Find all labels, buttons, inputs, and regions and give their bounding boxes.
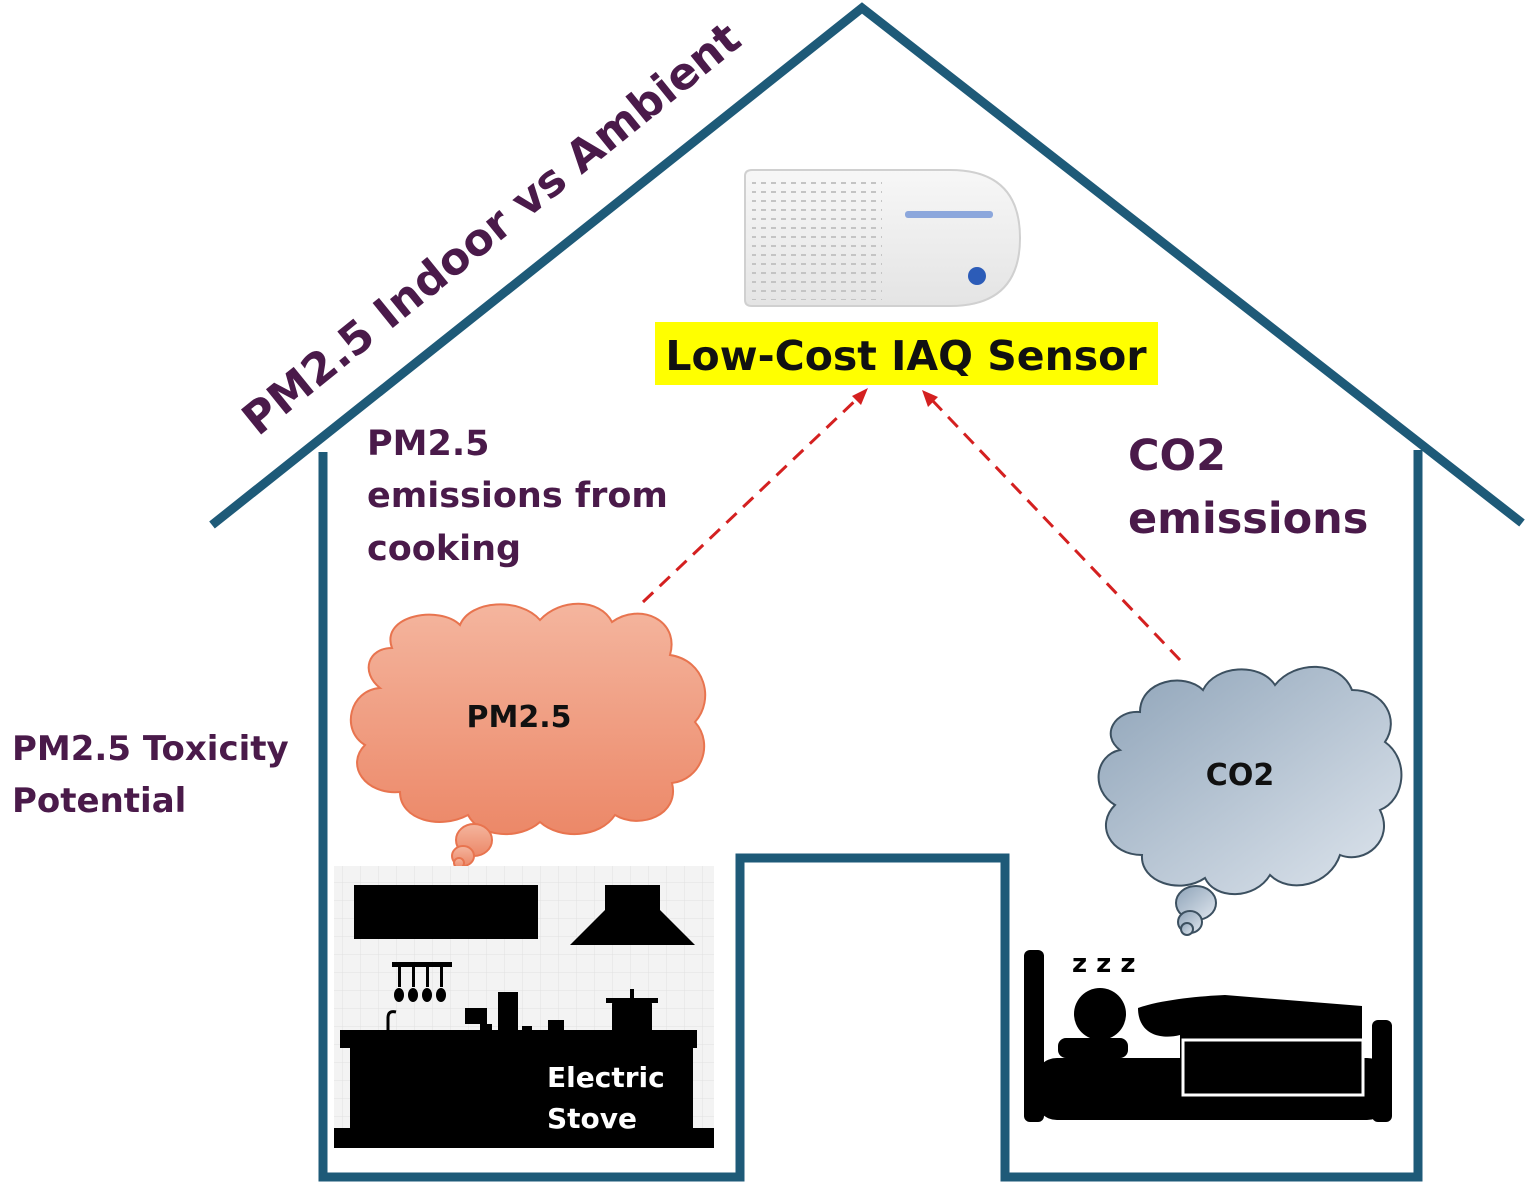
iaq-sensor-device <box>744 169 1022 307</box>
kitchen-scene: Electric Stove <box>334 866 714 1148</box>
toxicity-label: PM2.5 Toxicity Potential <box>12 729 301 821</box>
stove-label: Electric Stove <box>547 1061 674 1135</box>
emission-arrows <box>641 396 1182 662</box>
pm-arrow-line <box>641 396 860 604</box>
co2-arrow-line <box>930 398 1182 662</box>
upper-cabinet <box>354 885 538 939</box>
counter-top <box>340 1030 697 1048</box>
range-hood-icon <box>570 885 695 945</box>
pm-emissions-label: PM2.5 emissions from cooking <box>367 424 680 569</box>
roof-line <box>209 2 1525 529</box>
sleeping-person-icon: z z z <box>1024 949 1392 1122</box>
kitchen-floor <box>334 1128 714 1148</box>
co2-cloud-label: CO2 <box>1206 758 1274 793</box>
utensil-rack-icon <box>392 962 452 1002</box>
pm-arrowhead-icon <box>852 388 868 405</box>
co2-arrowhead-icon <box>922 390 938 407</box>
pm-cloud: PM2.5 <box>349 602 707 869</box>
sensor-logo-icon <box>968 267 986 285</box>
co2-emissions-label: CO2 emissions <box>1128 431 1368 544</box>
snore-z-icon: z z z <box>1072 949 1136 979</box>
sensor-label: Low-Cost IAQ Sensor <box>665 332 1147 380</box>
house-outline <box>209 2 1525 1182</box>
co2-cloud: CO2 <box>1097 665 1403 936</box>
sensor-label-box: Low-Cost IAQ Sensor <box>655 322 1158 385</box>
pm-cloud-label: PM2.5 <box>467 700 572 735</box>
stove-base <box>350 1048 693 1130</box>
house-left-wall <box>318 450 1423 1182</box>
